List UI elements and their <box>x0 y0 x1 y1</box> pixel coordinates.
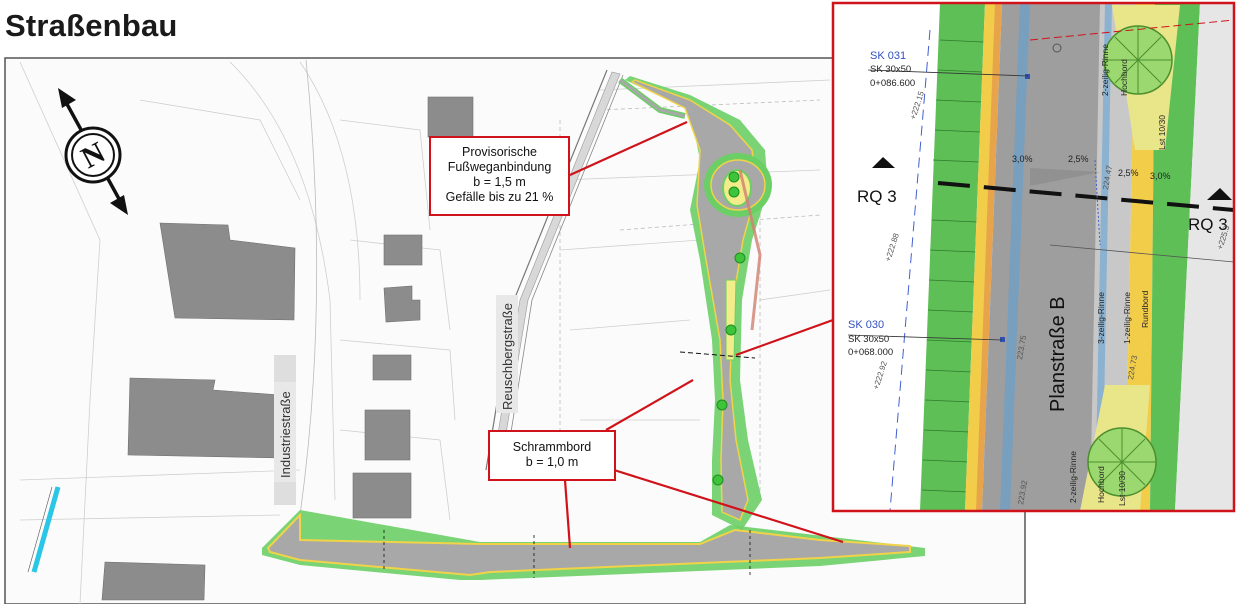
rq3-right-label: RQ 3 <box>1188 215 1228 234</box>
footpath-callout-line4: Gefälle bis zu 21 % <box>445 190 554 204</box>
trees <box>712 171 746 486</box>
detail-inset: SK 031 SK 30x50 0+086.600 SK 030 SK 30x5… <box>831 1 1236 513</box>
slope-4: 3,0% <box>1150 171 1171 181</box>
label-lst-bottom: Lst 10/30 <box>1117 471 1127 506</box>
sk030-size: SK 30x50 <box>848 334 889 345</box>
label-rinne2-top: 2-zeilig-Rinne <box>1100 44 1110 96</box>
sk031-size: SK 30x50 <box>870 64 911 75</box>
curb-callout-line2: b = 1,0 m <box>525 455 579 469</box>
footpath-callout-line1: Provisorische <box>461 145 538 159</box>
label-lst-top: Lst 10/30 <box>1157 115 1167 150</box>
planstrasse-b-label: Planstraße B <box>1047 296 1069 412</box>
label-rundbord: Rundbord <box>1140 290 1150 328</box>
north-arrow-icon: N <box>58 88 128 215</box>
label-hochbord-top: Hochbord <box>1119 59 1129 96</box>
label-rinne1: 1-zeilig-Rinne <box>1122 292 1132 344</box>
elev-7: 224.73 <box>1126 354 1139 380</box>
sk030-station: 0+068.000 <box>848 347 893 358</box>
footpath-callout: Provisorische Fußweganbindung b = 1,5 m … <box>429 136 570 216</box>
label-rinne3: 3-zeilig-Rinne <box>1096 292 1106 344</box>
sk031-station: 0+086.600 <box>870 78 915 89</box>
slope-1: 3,0% <box>1012 154 1033 164</box>
street-labels: Industriestraße Reuschbergstraße <box>274 295 518 482</box>
label-rinne2-bottom: 2-zeilig-Rinne <box>1068 451 1078 503</box>
slope-2: 2,5% <box>1068 154 1089 164</box>
curb-callout-line1: Schrammbord <box>512 440 592 454</box>
section-line <box>679 351 756 359</box>
inset-texts: SK 031 SK 30x50 0+086.600 SK 030 SK 30x5… <box>848 44 1232 506</box>
label-hochbord-bottom: Hochbord <box>1096 466 1106 503</box>
page-title: Straßenbau <box>5 8 178 43</box>
parcel-lines <box>19 61 1021 604</box>
reuschbergstrasse-label: Reuschbergstraße <box>500 303 515 410</box>
footpath-callout-line3: b = 1,5 m <box>473 175 526 189</box>
curb-callout: Schrammbord b = 1,0 m <box>488 430 616 481</box>
elev-8: 223.92 <box>1016 479 1029 505</box>
rq3-left-label: RQ 3 <box>857 187 897 206</box>
footpath-callout-line2: Fußweganbindung <box>447 160 552 174</box>
callout-leaders <box>563 120 844 549</box>
industriestrasse-label: Industriestraße <box>278 391 293 478</box>
sk030-id: SK 030 <box>848 319 884 331</box>
buildings <box>101 96 474 601</box>
elev-6: 223.75 <box>1015 334 1028 360</box>
blue-channel <box>31 486 61 573</box>
sk031-id: SK 031 <box>870 50 906 62</box>
elev-5: 224.47 <box>1101 164 1114 190</box>
slope-3: 2,5% <box>1118 168 1139 178</box>
